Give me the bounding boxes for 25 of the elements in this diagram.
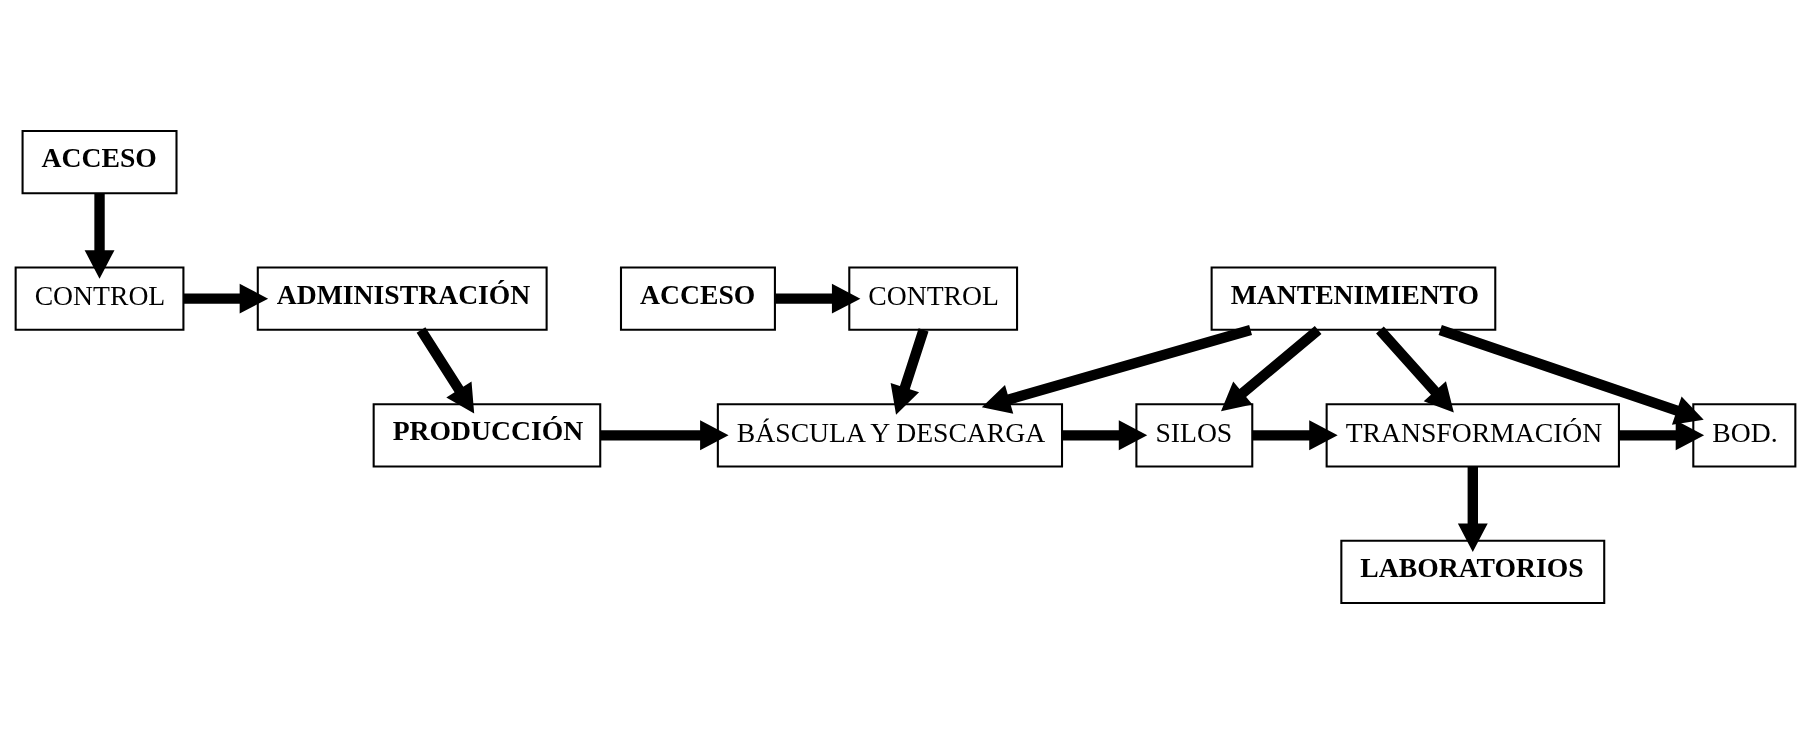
arrow: [1376, 326, 1454, 412]
node-box: CONTROL: [14, 266, 185, 331]
arrow: [775, 283, 861, 314]
arrow: [890, 327, 929, 415]
node-box: ACCESO: [21, 129, 178, 194]
node-box: PRODUCCIÓN: [372, 402, 602, 467]
arrow: [1221, 325, 1322, 411]
node-box: BÁSCULA Y DESCARGA: [716, 402, 1064, 467]
node-box: ACCESO: [619, 266, 776, 331]
node-box: MANTENIMIENTO: [1210, 266, 1497, 331]
node-box: LABORATORIOS: [1340, 539, 1606, 604]
node-box: TRANSFORMACIÓN: [1325, 402, 1620, 467]
arrow: [1252, 419, 1338, 450]
arrow: [1438, 324, 1704, 425]
arrow: [1062, 419, 1148, 450]
arrow: [183, 283, 269, 314]
node-box: CONTROL: [848, 266, 1019, 331]
arrow: [981, 324, 1252, 414]
arrow: [1457, 466, 1488, 552]
node-box: ADMINISTRACIÓN: [256, 266, 548, 331]
arrow: [600, 419, 729, 450]
arrow: [416, 326, 475, 414]
node-box: SILOS: [1135, 402, 1254, 467]
arrow: [84, 192, 115, 279]
node-box: BOD.: [1692, 402, 1797, 467]
